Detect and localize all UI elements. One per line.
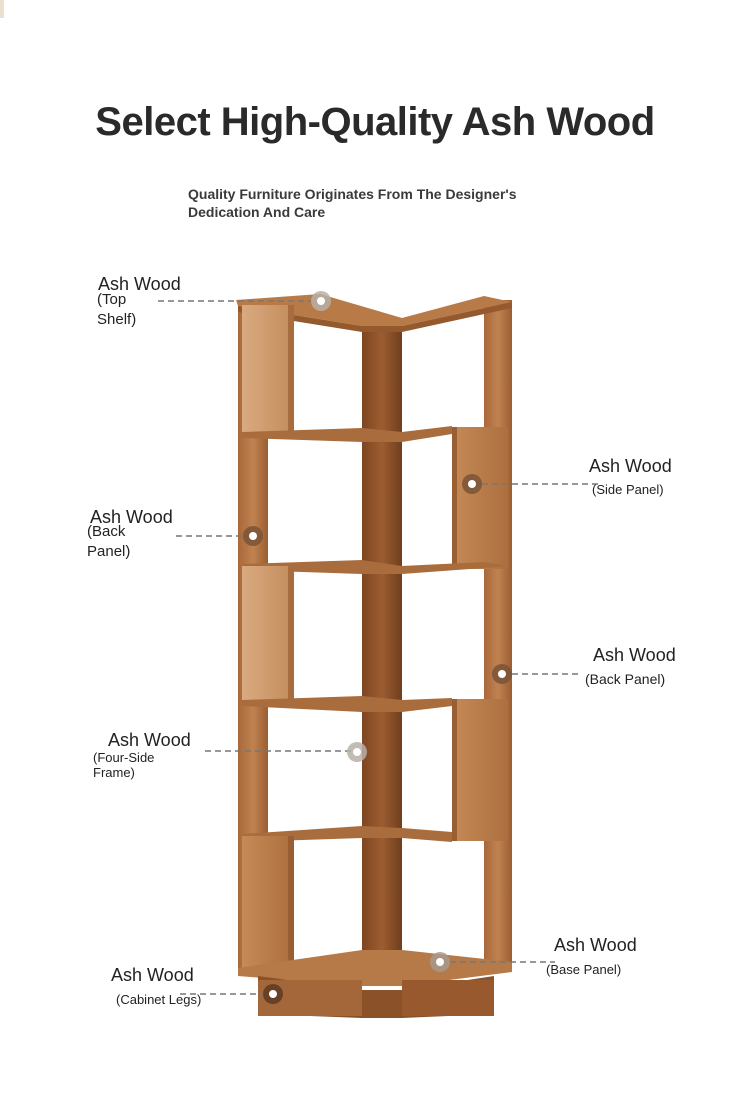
block-left-middle bbox=[242, 566, 292, 704]
callout-cabinet-legs-desc: (Cabinet Legs) bbox=[116, 992, 201, 1007]
marker-back-panel-right bbox=[492, 664, 512, 684]
shelf-4 bbox=[242, 696, 452, 712]
page-title: Select High-Quality Ash Wood bbox=[95, 100, 655, 144]
subtitle-line-2: Dedication And Care bbox=[188, 204, 326, 220]
block-left-bottom-edge bbox=[288, 836, 294, 970]
callout-back-panel-right-title: Ash Wood bbox=[593, 645, 676, 665]
marker-cabinet-legs bbox=[263, 984, 283, 1004]
callout-back-panel-right-desc: (Back Panel) bbox=[585, 670, 665, 688]
marker-base-panel bbox=[430, 952, 450, 972]
block-right-lower-edge bbox=[452, 699, 457, 841]
callout-back-panel-right-line-1: (Back Panel) bbox=[585, 671, 666, 687]
marker-back-panel-left bbox=[243, 526, 263, 546]
callout-back-panel-left-desc: (Back Panel) bbox=[87, 523, 130, 561]
subtitle-line-1: Quality Furniture Originates From The De… bbox=[188, 186, 517, 202]
callout-top-shelf-desc: (Top Shelf) bbox=[97, 291, 136, 329]
block-right-lower bbox=[452, 699, 508, 841]
callout-base-panel-title: Ash Wood bbox=[554, 935, 637, 955]
back-column bbox=[362, 318, 402, 968]
subtitle: Quality Furniture Originates From The De… bbox=[188, 185, 548, 221]
marker-top-shelf bbox=[311, 291, 331, 311]
callout-cabinet-legs-line-1: (Cabinet Legs) bbox=[116, 992, 202, 1007]
callout-back-panel-left-line-1: (Back bbox=[87, 523, 126, 540]
callout-back-panel-left-title: Ash Wood bbox=[90, 507, 173, 527]
callout-side-panel-desc: (Side Panel) bbox=[592, 482, 664, 497]
shelf-3 bbox=[242, 560, 510, 574]
callout-four-side-frame-line-1: (Four-Side bbox=[93, 750, 155, 765]
block-left-middle-edge bbox=[288, 566, 294, 704]
callout-side-panel-title: Ash Wood bbox=[589, 456, 672, 476]
right-upright bbox=[484, 300, 512, 968]
callout-top-shelf-line-1: (Top bbox=[97, 291, 127, 308]
callout-cabinet-legs-title: Ash Wood bbox=[111, 965, 194, 985]
callout-base-panel-line-1: (Base Panel) bbox=[546, 962, 622, 977]
block-top-left bbox=[242, 305, 292, 435]
shelf-5 bbox=[242, 826, 452, 842]
callout-top-shelf-title: Ash Wood bbox=[98, 274, 181, 294]
block-right-upper bbox=[452, 427, 508, 569]
callout-four-side-frame-title: Ash Wood bbox=[108, 730, 191, 750]
callout-four-side-frame-line-2: Frame) bbox=[93, 765, 135, 780]
marker-side-panel bbox=[462, 474, 482, 494]
callout-back-panel-left-line-2: Panel) bbox=[87, 543, 131, 560]
callout-base-panel-desc: (Base Panel) bbox=[546, 962, 621, 977]
shelf-2 bbox=[242, 426, 452, 442]
marker-four-side-frame bbox=[347, 742, 367, 762]
plinth-face-right bbox=[402, 980, 494, 1016]
block-top-left-edge bbox=[288, 305, 294, 435]
callout-side-panel-line-1: (Side Panel) bbox=[592, 482, 664, 497]
corner-mark bbox=[0, 0, 4, 18]
block-right-upper-edge bbox=[452, 427, 457, 569]
top-shelf bbox=[236, 294, 512, 326]
callout-four-side-frame-desc: (Four-Side Frame) bbox=[93, 750, 154, 780]
callout-top-shelf-line-2: Shelf) bbox=[97, 311, 137, 328]
block-left-bottom bbox=[242, 836, 292, 970]
